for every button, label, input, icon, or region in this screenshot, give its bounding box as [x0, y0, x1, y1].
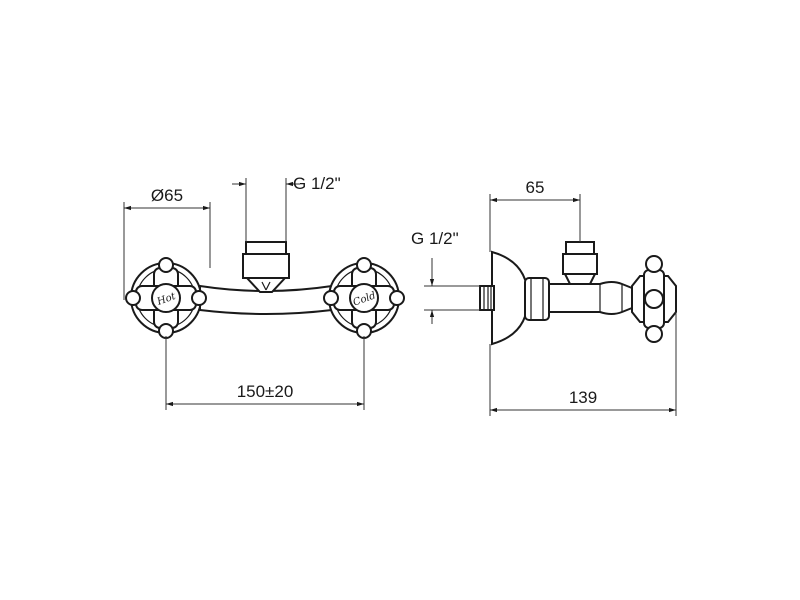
outlet-connector: [242, 241, 290, 293]
dim-depth: 139: [489, 312, 677, 416]
side-body: [548, 281, 633, 315]
dim-diameter: Ø65: [123, 186, 211, 300]
side-handle: [631, 255, 677, 343]
dim-depth-label: 139: [569, 388, 597, 407]
dim-outlet-offset-label: 65: [526, 178, 545, 197]
cold-handle: Cold: [323, 257, 405, 339]
side-view: 65 G 1/2" 139: [411, 178, 677, 416]
dim-center-distance: 150±20: [165, 336, 365, 410]
dim-inlet-side: G 1/2": [411, 229, 480, 324]
threaded-inlet: [479, 285, 495, 311]
dim-inlet-front-label: G 1/2": [293, 174, 341, 193]
side-outlet-connector: [562, 241, 598, 285]
wall-rosette: [491, 250, 530, 346]
front-view: Hot Cold Ø65: [123, 174, 405, 410]
hot-handle: Hot: [125, 257, 207, 339]
dim-inlet-front: G 1/2": [232, 174, 341, 242]
dim-outlet-offset: 65: [489, 178, 581, 252]
dim-diameter-label: Ø65: [151, 186, 183, 205]
dim-inlet-side-label: G 1/2": [411, 229, 459, 248]
collar-nut: [524, 277, 550, 321]
dim-center-distance-label: 150±20: [237, 382, 294, 401]
